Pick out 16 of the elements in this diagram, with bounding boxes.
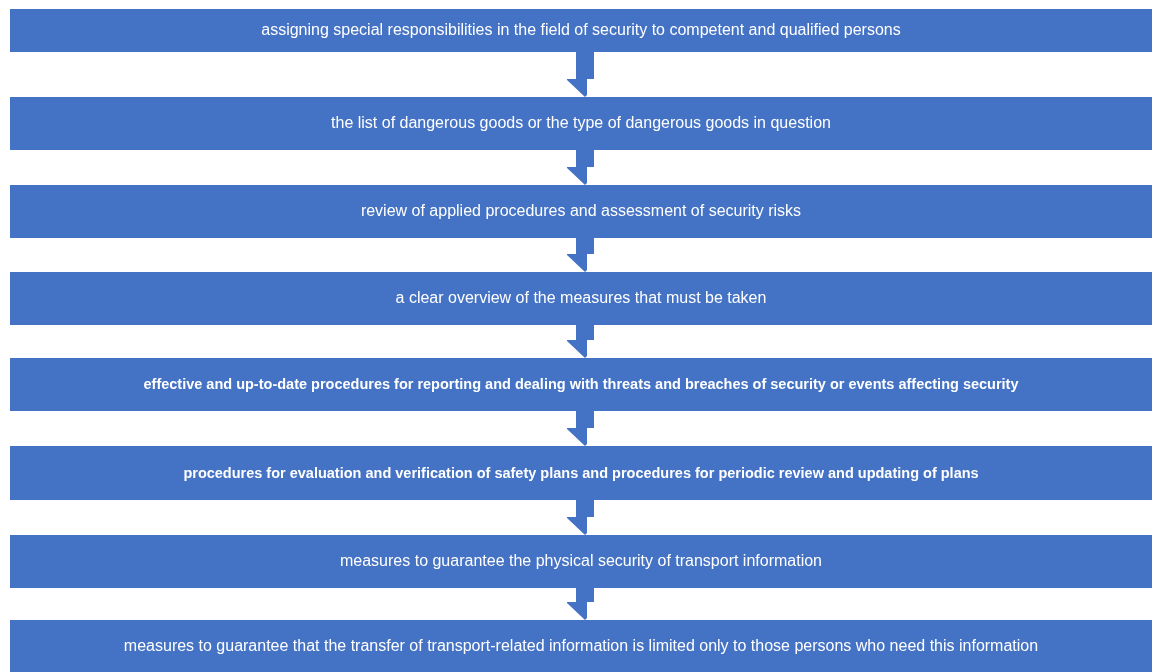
process-box (10, 185, 1152, 238)
process-box (10, 358, 1152, 411)
box-text: the list of dangerous goods or the type of dangerous goods in question (331, 113, 831, 134)
box-text: effective and up-to-date procedures for reporting and dealing with threats and breaches of security or events affecting security (143, 375, 1019, 394)
box-text: a clear overview of the measures that must be taken (395, 288, 767, 309)
box-text: review of applied procedures and assessment of security risks (360, 201, 802, 222)
box-text: procedures for evaluation and verification of safety plans and procedures for periodic review and updating of plans (183, 463, 979, 483)
process-box (10, 9, 1152, 52)
box-text: assigning special responsibilities in the field of security to competent and qualified persons (261, 20, 901, 41)
box-text: measures to guarantee that the transfer of transport-related information is limited only to those persons who need this information (123, 635, 1039, 656)
process-box (10, 620, 1152, 672)
process-box (10, 535, 1152, 588)
process-box (10, 446, 1152, 500)
process-box (10, 97, 1152, 150)
box-text: measures to guarantee the physical security of transport information (340, 551, 822, 572)
process-box (10, 272, 1152, 325)
